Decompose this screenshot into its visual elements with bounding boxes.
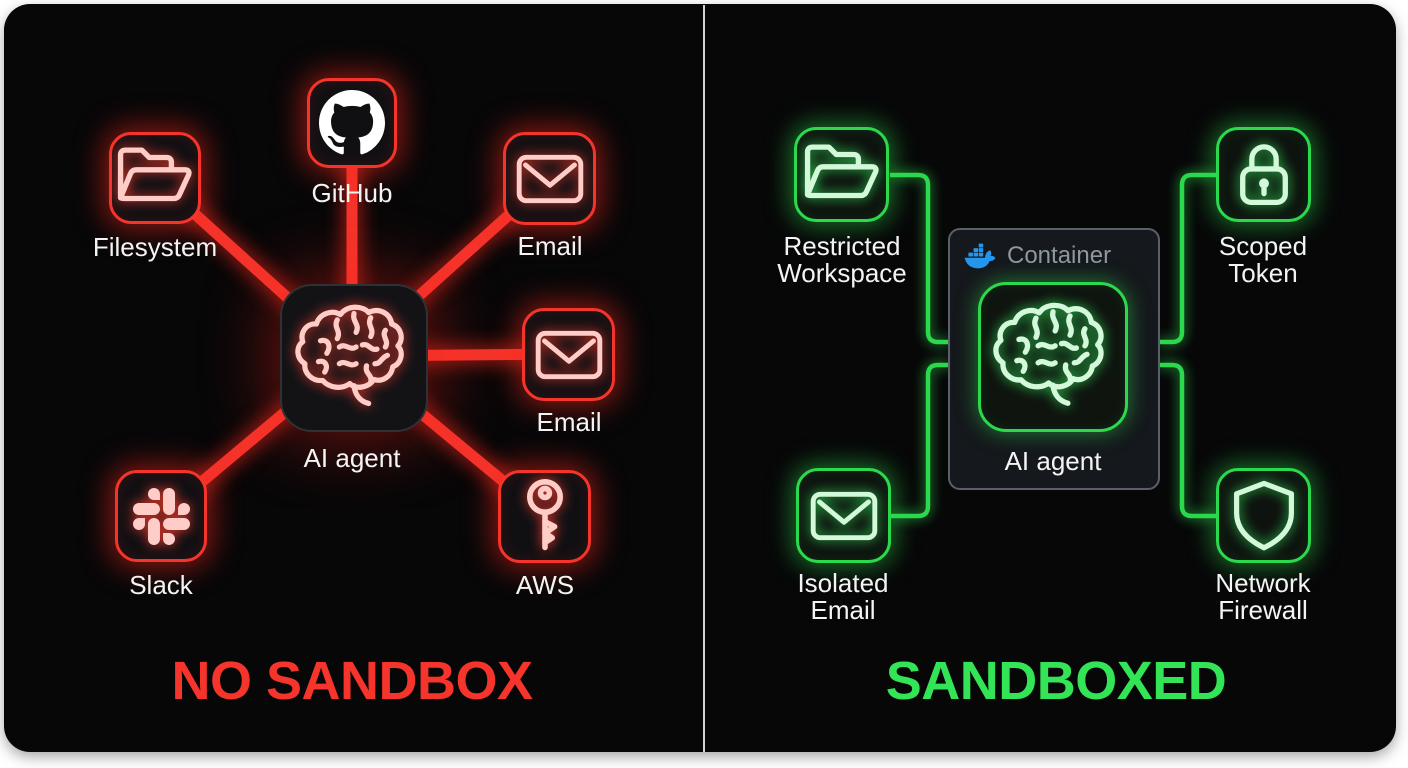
node-label: Restricted Workspace (777, 231, 907, 288)
node-scoped-token (1216, 127, 1311, 222)
node-slack (115, 470, 207, 562)
slack-icon (133, 488, 190, 545)
folder-icon (114, 137, 196, 219)
mail-icon (809, 481, 879, 551)
left-title: NO SANDBOX (171, 651, 533, 711)
ai-agent-label-right: AI agent (1004, 446, 1102, 476)
brain-icon (291, 301, 417, 416)
lock-icon (1226, 137, 1302, 213)
container-header: Container (950, 242, 1158, 270)
node-label: Slack (129, 570, 193, 600)
node-label: Filesystem (92, 232, 218, 262)
right-title: SANDBOXED (885, 651, 1227, 711)
docker-icon (962, 243, 998, 270)
shield-icon (1227, 479, 1301, 553)
ai-agent-label-left: AI agent (303, 443, 401, 473)
container-label: Container (1007, 242, 1112, 269)
mail-icon (534, 320, 604, 390)
node-label: Isolated Email (797, 568, 889, 625)
node-filesystem (109, 132, 201, 224)
node-github (307, 78, 397, 168)
node-network-firewall (1216, 468, 1311, 563)
brain-icon (989, 299, 1117, 416)
dark-background (4, 4, 1396, 752)
node-aws (498, 470, 591, 563)
node-email-2 (522, 308, 615, 401)
ai-agent-node-left (280, 284, 428, 432)
folder-icon (801, 134, 883, 216)
node-label: Email (536, 407, 602, 437)
node-restricted-workspace (794, 127, 889, 222)
node-label: Network Firewall (1215, 568, 1311, 625)
node-label: Email (517, 231, 583, 261)
key-icon (505, 477, 585, 557)
ai-agent-node-right (978, 282, 1128, 432)
github-icon (319, 90, 385, 156)
node-label: AWS (515, 570, 575, 600)
node-email-1 (503, 132, 596, 225)
node-label: GitHub (311, 178, 393, 208)
node-isolated-email (796, 468, 891, 563)
node-label: Scoped Token (1218, 231, 1308, 288)
mail-icon (515, 144, 585, 214)
panel-divider (703, 5, 705, 752)
